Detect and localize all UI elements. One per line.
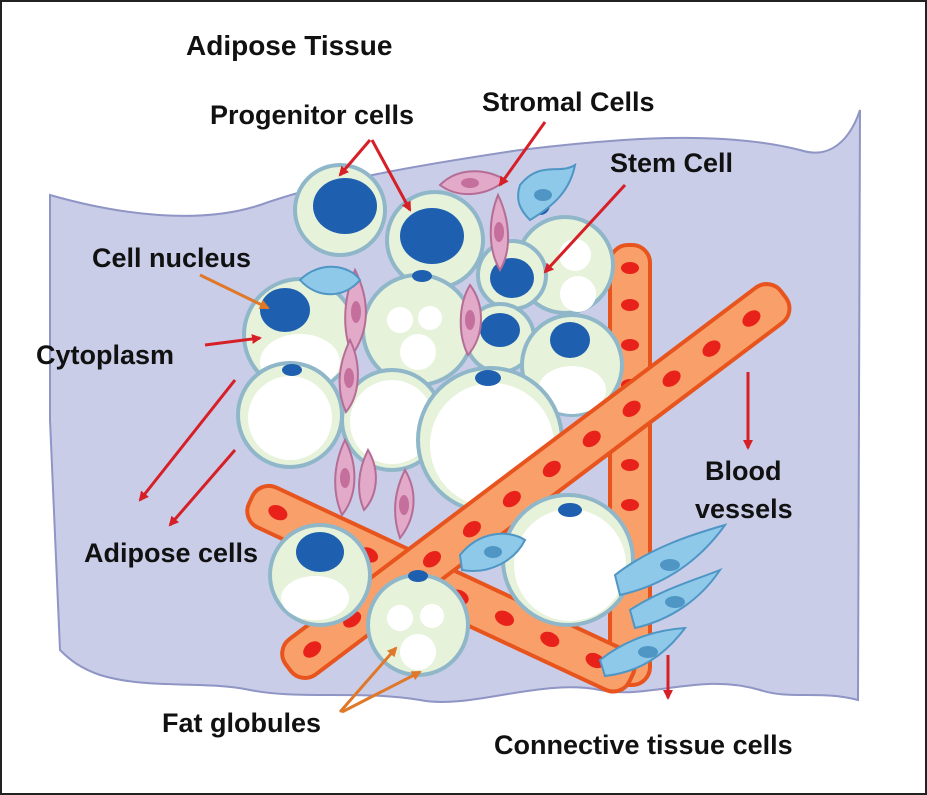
annotation-arrows bbox=[138, 121, 753, 714]
label-progenitor-cells: Progenitor cells bbox=[210, 100, 415, 130]
connective-tissue-cells bbox=[298, 162, 728, 678]
label-adipose-cells: Adipose cells bbox=[84, 538, 259, 568]
label-fat-globules: Fat globules bbox=[162, 708, 322, 738]
diagram-title: Adipose Tissue bbox=[186, 30, 393, 61]
adipose-cell-cluster bbox=[236, 163, 624, 514]
label-cell-nucleus: Cell nucleus bbox=[92, 243, 252, 273]
label-blood-vessels-line2: vessels bbox=[695, 494, 793, 524]
label-connective-tissue-cells: Connective tissue cells bbox=[494, 730, 793, 760]
label-stem-cell: Stem Cell bbox=[610, 148, 734, 178]
label-stromal-cells: Stromal Cells bbox=[482, 87, 655, 117]
label-blood-vessels-line1: Blood bbox=[705, 456, 782, 486]
label-cytoplasm: Cytoplasm bbox=[36, 340, 175, 370]
stromal-cells bbox=[334, 170, 509, 541]
